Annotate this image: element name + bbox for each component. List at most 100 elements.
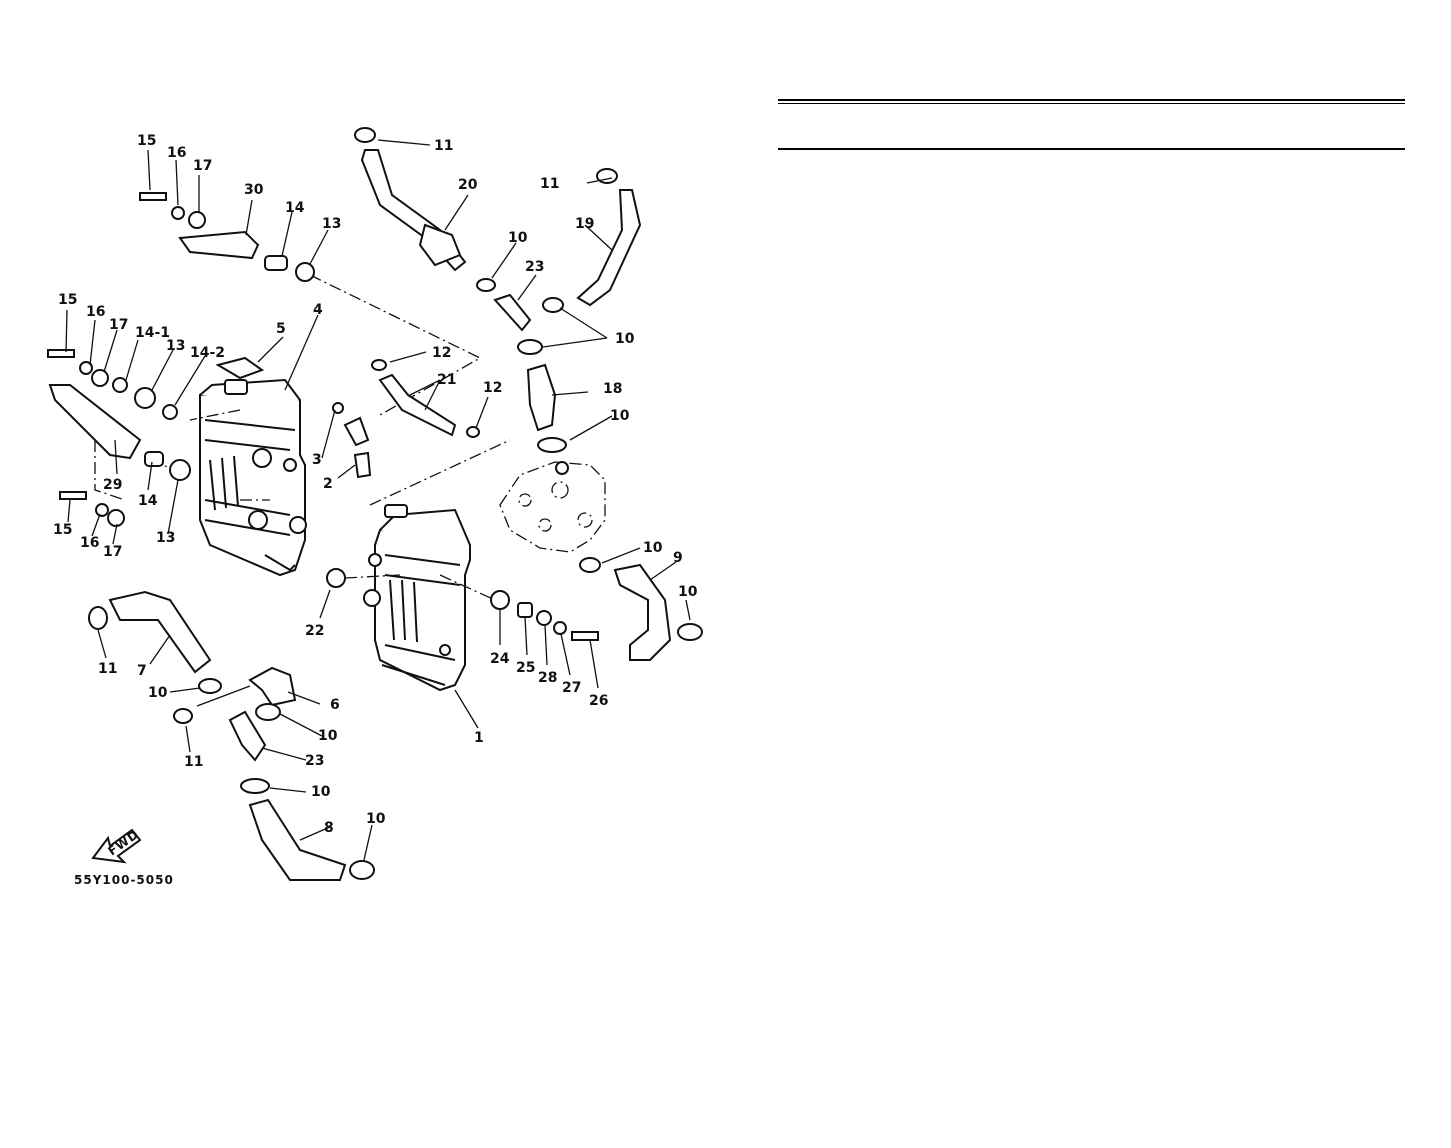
part-number-labels: 15 16 17 30 14 13 11 20 10 23 11 19 10 1… bbox=[53, 133, 698, 836]
label-26: 26 bbox=[589, 693, 608, 709]
bolt-26 bbox=[571, 631, 599, 641]
hose-9 bbox=[613, 563, 672, 661]
grommet-13a bbox=[295, 262, 315, 282]
clamp-10d bbox=[579, 557, 601, 573]
label-1: 1 bbox=[474, 730, 484, 746]
hose-19 bbox=[576, 189, 642, 307]
clamp-11d bbox=[173, 708, 193, 724]
label-14-2: 14-2 bbox=[190, 345, 225, 361]
label-17-top: 17 bbox=[193, 158, 212, 174]
diagram-code: 55Y100-5050 bbox=[74, 873, 174, 887]
hose-18 bbox=[526, 363, 557, 432]
brackets-and-fasteners bbox=[47, 192, 599, 641]
label-11-lower: 11 bbox=[184, 754, 203, 770]
label-10-far-right: 10 bbox=[678, 584, 698, 600]
label-16-lower: 16 bbox=[80, 535, 99, 551]
label-20: 20 bbox=[458, 177, 478, 193]
cap-5 bbox=[215, 356, 265, 380]
label-25: 25 bbox=[516, 660, 535, 676]
header-double-rule-top bbox=[778, 99, 1405, 101]
label-11-top: 11 bbox=[434, 138, 453, 154]
clamp-10g bbox=[255, 703, 281, 721]
label-16-top: 16 bbox=[167, 145, 186, 161]
label-29: 29 bbox=[103, 477, 122, 493]
label-10-right-pair: 10 bbox=[615, 331, 635, 347]
grommet-13c bbox=[169, 459, 191, 481]
label-15-lower: 15 bbox=[53, 522, 72, 538]
collar-14-2 bbox=[162, 404, 178, 420]
label-10-bottom-right: 10 bbox=[366, 811, 386, 827]
clamp-11c bbox=[88, 606, 108, 630]
label-22: 22 bbox=[305, 623, 324, 639]
clamp-10i bbox=[349, 860, 375, 880]
label-14-top: 14 bbox=[285, 200, 305, 216]
collar-14-1 bbox=[112, 377, 128, 393]
cylinder-head bbox=[499, 461, 606, 553]
label-11-lower-left: 11 bbox=[98, 661, 117, 677]
label-14-1: 14-1 bbox=[135, 325, 170, 341]
label-8: 8 bbox=[324, 820, 334, 836]
header-double-rule-bottom bbox=[778, 103, 1405, 104]
label-13-mid: 13 bbox=[166, 338, 185, 354]
hose-21 bbox=[378, 373, 457, 437]
label-12-right: 12 bbox=[483, 380, 502, 396]
clamp-10h bbox=[240, 778, 270, 794]
clamp-10b-lower bbox=[517, 339, 543, 355]
label-13-top: 13 bbox=[322, 216, 341, 232]
label-27: 27 bbox=[562, 680, 581, 696]
bolt-15b bbox=[47, 349, 75, 358]
label-16-mid: 16 bbox=[86, 304, 105, 320]
label-14-lower: 14 bbox=[138, 493, 158, 509]
label-21: 21 bbox=[437, 372, 456, 388]
hose-2 bbox=[353, 451, 372, 479]
label-30: 30 bbox=[244, 182, 264, 198]
clamp-10e bbox=[677, 623, 703, 641]
label-6: 6 bbox=[330, 697, 340, 713]
label-12-left: 12 bbox=[432, 345, 451, 361]
clamp-10f bbox=[198, 678, 222, 694]
fwd-arrow-icon: FWD bbox=[91, 827, 142, 864]
label-4: 4 bbox=[313, 302, 323, 318]
leader-lines bbox=[65, 139, 691, 861]
clamp-12b bbox=[466, 426, 480, 438]
hose-7 bbox=[108, 590, 212, 674]
grommet-24 bbox=[490, 590, 510, 610]
assembly-guide-lines bbox=[94, 274, 511, 601]
collar-14a bbox=[264, 255, 288, 271]
label-10-lower-mid: 10 bbox=[318, 728, 338, 744]
label-3: 3 bbox=[312, 452, 322, 468]
label-17-lower: 17 bbox=[103, 544, 122, 560]
hose-6 bbox=[248, 666, 297, 707]
collar-14b bbox=[144, 451, 164, 467]
label-23-lower: 23 bbox=[305, 753, 324, 769]
label-11-right: 11 bbox=[540, 176, 559, 192]
bolt-15a bbox=[139, 192, 167, 201]
joint-23b bbox=[228, 710, 267, 762]
label-5: 5 bbox=[276, 321, 286, 337]
label-18: 18 bbox=[603, 381, 622, 397]
stay-30 bbox=[178, 230, 260, 260]
right-radiator bbox=[363, 504, 471, 692]
label-17-mid: 17 bbox=[109, 317, 128, 333]
label-10-upper: 10 bbox=[508, 230, 528, 246]
label-2: 2 bbox=[323, 476, 333, 492]
joint-23a bbox=[493, 293, 532, 332]
label-10-mid: 10 bbox=[610, 408, 630, 424]
label-15-mid: 15 bbox=[58, 292, 77, 308]
label-23-upper: 23 bbox=[525, 259, 544, 275]
clamp-10b-upper bbox=[542, 297, 564, 313]
clamp-11a bbox=[354, 127, 376, 143]
left-radiator bbox=[199, 378, 307, 577]
label-28: 28 bbox=[538, 670, 557, 686]
stay-29 bbox=[48, 384, 142, 460]
label-24: 24 bbox=[490, 651, 510, 667]
label-13-lower: 13 bbox=[156, 530, 175, 546]
radiator-cap-neck bbox=[224, 379, 248, 395]
label-10-lower-left: 10 bbox=[148, 685, 168, 701]
grommet-22 bbox=[326, 568, 346, 588]
hose-8 bbox=[248, 798, 347, 881]
bolt-15c bbox=[59, 491, 87, 500]
clamp-12a bbox=[371, 359, 387, 371]
label-7: 7 bbox=[137, 663, 147, 679]
